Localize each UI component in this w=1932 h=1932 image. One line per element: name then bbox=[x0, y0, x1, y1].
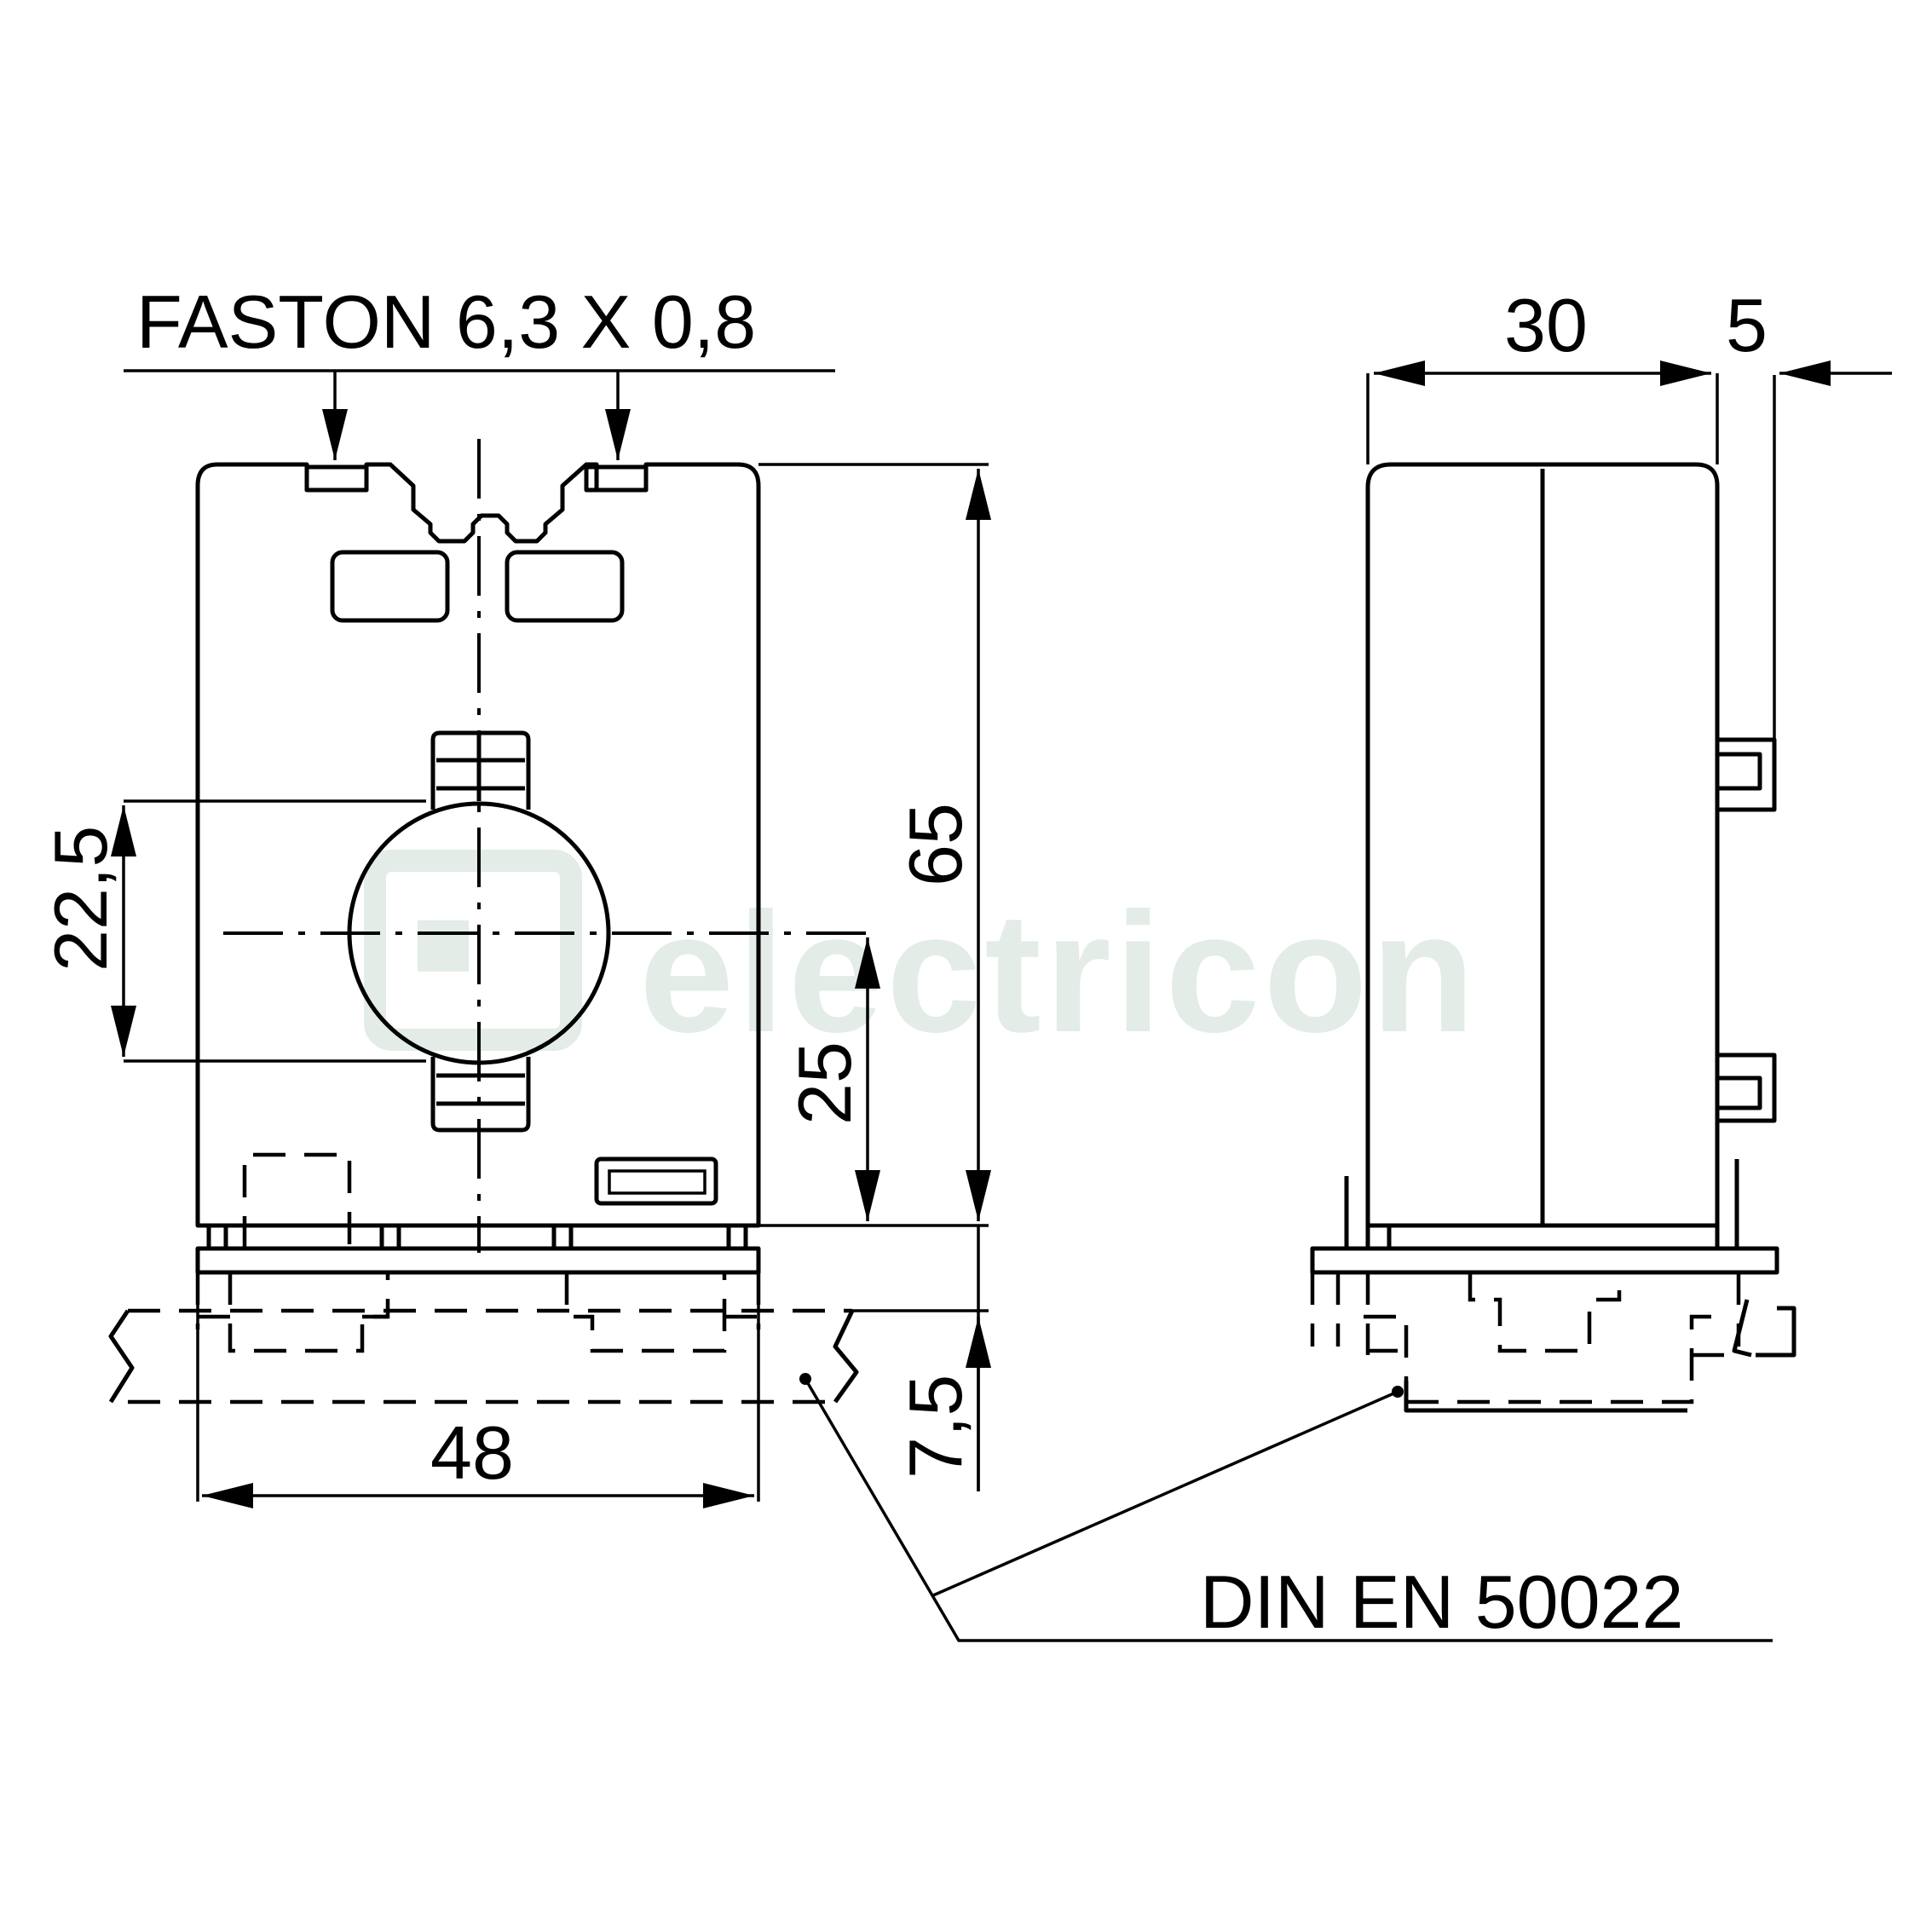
din-standard-label: DIN EN 50022 bbox=[1200, 1560, 1683, 1644]
faston-label: FASTON 6,3 X 0,8 bbox=[136, 280, 756, 364]
side-clip-bottom bbox=[1717, 1053, 1777, 1123]
faston-tab-left bbox=[304, 464, 369, 493]
side-view bbox=[1310, 375, 1796, 1413]
faston-tab-right bbox=[584, 464, 649, 493]
rail-height-label: 7,5 bbox=[893, 1375, 978, 1479]
label-slot bbox=[594, 1156, 718, 1206]
watermark-text: electricon bbox=[639, 878, 1479, 1068]
side-clip-top bbox=[1717, 737, 1777, 812]
window-right bbox=[505, 550, 625, 623]
hole-diameter-label: 22,5 bbox=[38, 826, 123, 972]
width-label: 48 bbox=[430, 1410, 514, 1495]
hole-center-height-label: 25 bbox=[782, 1041, 867, 1125]
watermark-logo: electricon bbox=[364, 850, 1479, 1068]
front-dimensions: FASTON 6,3 X 0,8 65 25 22,5 7,5 48 bbox=[38, 280, 991, 1508]
height-label: 65 bbox=[893, 803, 978, 886]
depth-label: 30 bbox=[1504, 283, 1588, 367]
din-leader: DIN EN 50022 bbox=[799, 1373, 1773, 1644]
window-left bbox=[330, 550, 450, 623]
side-din-clip bbox=[1310, 1246, 1779, 1275]
side-dimensions: 30 5 bbox=[1366, 283, 1892, 464]
clip-depth-label: 5 bbox=[1726, 283, 1768, 367]
